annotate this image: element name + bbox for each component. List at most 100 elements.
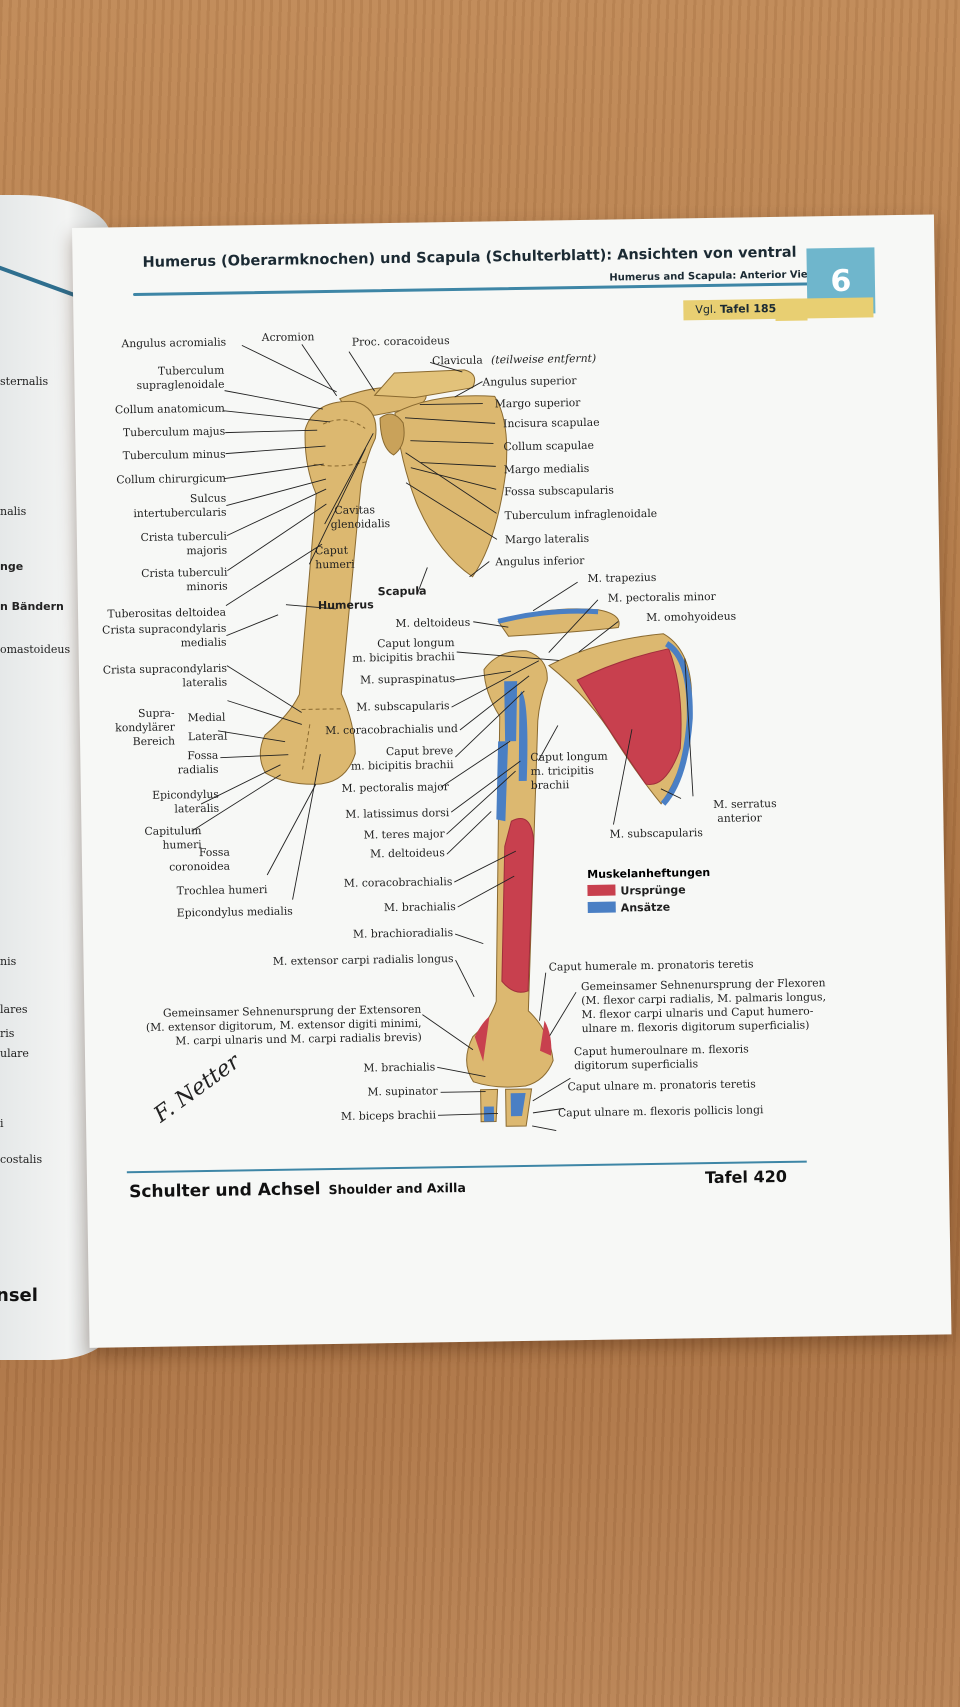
label: M. coracobrachialis und bbox=[325, 722, 458, 737]
label: Epicondylus medialis bbox=[177, 905, 293, 920]
label: Caput longum bbox=[530, 750, 608, 764]
left-page-text: nis bbox=[0, 955, 17, 968]
label: intertubercularis bbox=[133, 506, 226, 520]
anatomy-illustration: Angulus acromialis Acromion Proc. coraco… bbox=[102, 330, 826, 1131]
plate-number: Tafel 420 bbox=[704, 1166, 788, 1188]
label: Trochlea humeri bbox=[177, 883, 268, 897]
left-page-text: costalis bbox=[0, 1153, 43, 1166]
label: Proc. coracoideus bbox=[352, 334, 450, 349]
label: lateralis bbox=[182, 676, 227, 690]
label: Angulus superior bbox=[481, 374, 577, 389]
label: Epicondylus bbox=[152, 788, 219, 802]
label: Angulus inferior bbox=[494, 554, 585, 568]
label: M. trapezius bbox=[587, 571, 656, 585]
label: Clavicula bbox=[432, 354, 483, 368]
label: Humerus bbox=[318, 598, 374, 612]
legend-swatch-insertions bbox=[587, 901, 616, 913]
label: (teilweise entfernt) bbox=[491, 352, 596, 367]
label: M. serratus bbox=[713, 797, 777, 811]
label: kondylärer bbox=[115, 720, 176, 734]
label: Crista supracondylaris bbox=[103, 662, 227, 677]
label: M. omohyoideus bbox=[646, 610, 736, 624]
label: M. subscapularis bbox=[356, 699, 449, 713]
left-page-text: sternalis bbox=[0, 375, 49, 388]
label: Angulus acromialis bbox=[120, 336, 226, 351]
label: Incisura scapulae bbox=[503, 416, 600, 431]
label: minoris bbox=[186, 580, 228, 594]
label: Tuberositas deltoidea bbox=[107, 606, 226, 621]
left-page-text: lares bbox=[0, 1003, 28, 1016]
label: Gemeinsamer Sehnenursprung der Flexoren bbox=[581, 976, 826, 993]
leader-lines bbox=[422, 581, 694, 1131]
label: Collum chirurgicum bbox=[116, 472, 226, 487]
left-page-text: n Bändern bbox=[0, 600, 64, 613]
label: Caput ulnare m. pronatoris teretis bbox=[567, 1077, 755, 1093]
scapula-bone bbox=[338, 369, 508, 578]
label: Caput longum bbox=[377, 636, 455, 650]
label: Scapula bbox=[378, 584, 427, 598]
bone-labels-left: Angulus acromialis Acromion Proc. coraco… bbox=[102, 330, 450, 920]
label: M. flexor carpi ulnaris und Caput humero… bbox=[581, 1004, 813, 1021]
label: M. brachialis bbox=[363, 1060, 435, 1074]
label: medialis bbox=[181, 636, 227, 650]
muscle-labels: M. trapezius M. pectoralis minor M. omoh… bbox=[146, 571, 826, 1123]
legend-label-insertions: Ansätze bbox=[621, 901, 671, 915]
label: humeri bbox=[162, 838, 202, 852]
label: Margo lateralis bbox=[505, 532, 589, 546]
label: Gemeinsamer Sehnenursprung der Extensore… bbox=[163, 1003, 422, 1020]
left-page-text: nalis bbox=[0, 505, 27, 518]
label: majoris bbox=[186, 544, 227, 558]
label: m. bicipitis brachii bbox=[351, 758, 454, 773]
label: Capitulum bbox=[144, 824, 201, 838]
label: Collum anatomicum bbox=[115, 402, 225, 417]
label: Bereich bbox=[133, 734, 176, 748]
label: m. tricipitis bbox=[530, 764, 593, 778]
label: M. brachialis bbox=[384, 900, 456, 914]
label: Margo medialis bbox=[504, 462, 590, 476]
label: lateralis bbox=[174, 802, 219, 816]
left-page-text: nge bbox=[0, 560, 24, 573]
left-page-text: ris bbox=[0, 1027, 15, 1040]
label: humeri bbox=[315, 558, 355, 572]
label: Crista tuberculi bbox=[140, 530, 227, 544]
legend-swatch-origins bbox=[587, 884, 616, 896]
left-page-text: i bbox=[0, 1117, 4, 1130]
label: M. deltoideus bbox=[370, 846, 445, 860]
left-page-footer: nsel bbox=[0, 1285, 38, 1306]
label: M. subscapularis bbox=[609, 826, 702, 840]
leader-lines bbox=[191, 344, 428, 900]
label: Tuberculum bbox=[158, 364, 224, 378]
label: Fossa bbox=[199, 846, 231, 859]
label: Collum scapulae bbox=[503, 439, 594, 453]
label: M. pectoralis minor bbox=[608, 590, 717, 605]
label: M. teres major bbox=[364, 827, 446, 841]
legend-title: Muskelanheftungen bbox=[587, 866, 710, 881]
label: Caput breve bbox=[386, 744, 453, 758]
label: Caput humerale m. pronatoris teretis bbox=[549, 957, 754, 973]
label: digitorum superficialis bbox=[574, 1057, 698, 1072]
label: coronoidea bbox=[169, 860, 231, 874]
label: Lateral bbox=[188, 730, 228, 744]
label: Supra- bbox=[138, 706, 175, 720]
humerus-bone bbox=[259, 400, 377, 785]
left-page-text: omastoideus bbox=[0, 643, 71, 656]
label: M. pectoralis major bbox=[341, 780, 449, 795]
label: (M. extensor digitorum, M. extensor digi… bbox=[146, 1017, 422, 1034]
label: anterior bbox=[717, 811, 762, 825]
book-page: Humerus (Oberarmknochen) und Scapula (Sc… bbox=[72, 214, 952, 1348]
label: M. latissimus dorsi bbox=[345, 806, 450, 821]
label: M. coracobrachialis bbox=[344, 875, 453, 890]
label: M. supinator bbox=[367, 1084, 438, 1098]
label: (M. flexor carpi radialis, M. palmaris l… bbox=[581, 990, 826, 1007]
legend-label-origins: Ursprünge bbox=[620, 883, 685, 897]
legend: Muskelanheftungen Ursprünge Ansätze bbox=[587, 866, 710, 915]
label: supraglenoidale bbox=[137, 378, 225, 392]
label: Tuberculum minus bbox=[123, 448, 226, 463]
label: Crista supracondylaris bbox=[102, 622, 226, 637]
label: Tuberculum infraglenoidale bbox=[504, 507, 657, 522]
label: Fossa subscapularis bbox=[504, 484, 614, 499]
leader-lines bbox=[404, 361, 498, 578]
label: Crista tuberculi bbox=[141, 566, 228, 580]
left-page-text: ulare bbox=[0, 1047, 29, 1060]
bone-labels-right: Clavicula (teilweise entfernt) Angulus s… bbox=[432, 352, 657, 569]
